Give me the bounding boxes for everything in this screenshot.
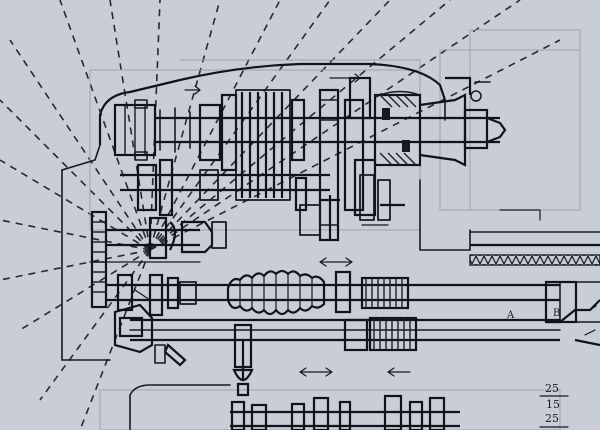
left-gear-stack bbox=[89, 210, 227, 309]
bottom-gear-set bbox=[230, 394, 460, 430]
annotations: A B 25 15 25 bbox=[506, 308, 569, 428]
gear-ratio-top-denominator: 15 bbox=[546, 398, 560, 411]
gear-ratio-bottom: 25 bbox=[539, 412, 569, 428]
toothed-rack bbox=[469, 209, 600, 266]
shaft-label-b: B bbox=[553, 308, 560, 319]
front-spindle-bearing bbox=[373, 90, 422, 167]
splined-coupling-upper bbox=[360, 276, 410, 310]
gear-ratio-top-numerator: 25 bbox=[545, 382, 559, 395]
gear-ratio-top: 25 15 bbox=[539, 382, 569, 411]
splined-coupling-lower bbox=[343, 316, 418, 352]
intermediate-shaft-assembly bbox=[120, 158, 405, 240]
gear-ratio-bottom-numerator: 25 bbox=[545, 412, 559, 425]
feed-gearbox-shaft bbox=[106, 257, 600, 324]
main-spindle-assembly bbox=[113, 73, 507, 242]
headstock-housing bbox=[61, 62, 471, 430]
quadrant-gear-block bbox=[113, 303, 187, 367]
clutch-plate-pack bbox=[235, 89, 291, 201]
lead-screw-and-feed-rod bbox=[113, 224, 600, 397]
shaft-label-a: A bbox=[506, 310, 515, 321]
